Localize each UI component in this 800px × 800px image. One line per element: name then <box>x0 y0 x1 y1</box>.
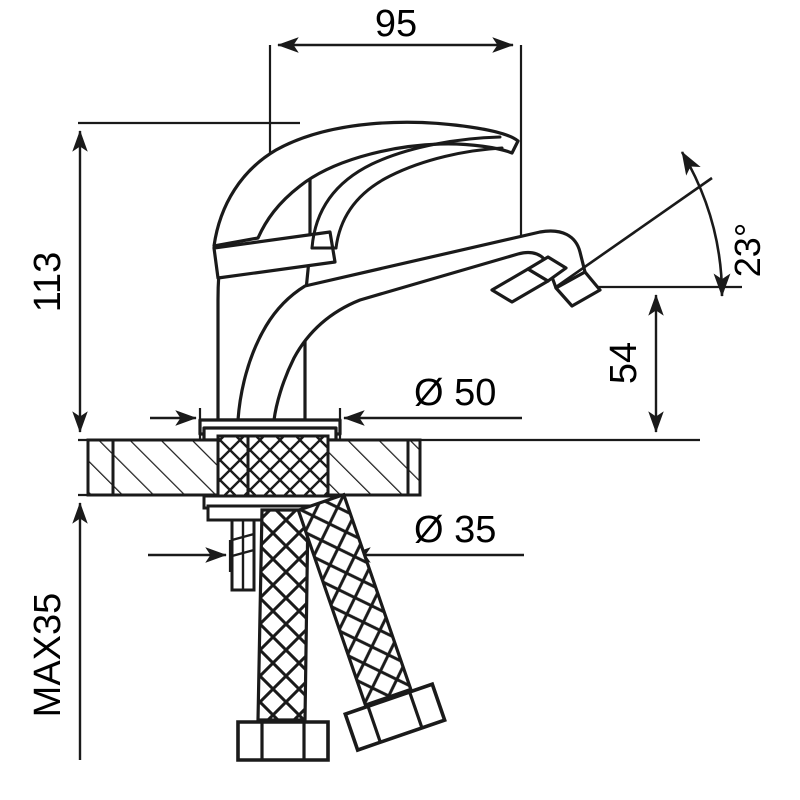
fixing-stud-thread-2 <box>231 548 255 558</box>
aerator-ring <box>526 255 568 283</box>
hose-right-nut-facet-2 <box>408 691 424 729</box>
angle-arc-23 <box>680 151 731 297</box>
cartridge-collar <box>212 230 337 280</box>
dimension-label-54: 54 <box>603 342 645 384</box>
dimension-height-113: 113 <box>27 130 88 433</box>
dimension-label-d50: Ø 50 <box>414 372 496 414</box>
supply-hoses <box>236 492 447 762</box>
dimension-height-54: 54 <box>603 294 664 433</box>
dimension-label-95: 95 <box>375 3 417 45</box>
hose-left-nut <box>236 720 330 762</box>
shank-section <box>216 434 330 502</box>
hose-left <box>236 508 330 762</box>
dimension-max-35: MAX35 <box>27 502 88 760</box>
lever-inner-edge-2 <box>334 146 504 250</box>
lever-handle <box>212 120 520 248</box>
fixing-stud-thread-1 <box>231 532 255 542</box>
faucet-assembly <box>198 120 602 442</box>
mounting-assembly <box>202 434 342 592</box>
hose-right-nut-facet-1 <box>366 705 382 743</box>
hose-right-braid <box>296 492 413 708</box>
dimension-angle-23: 23° <box>555 151 768 297</box>
aerator <box>554 270 602 308</box>
hose-right <box>296 492 447 753</box>
lever-inner-edge <box>310 135 502 250</box>
dimension-label-d35: Ø 35 <box>414 509 496 551</box>
hose-left-braid <box>256 508 310 722</box>
dimension-diameter-50: Ø 50 <box>150 372 522 440</box>
hose-right-nut <box>343 681 447 753</box>
dimension-label-113: 113 <box>27 252 69 313</box>
dimension-label-max35: MAX35 <box>27 593 69 718</box>
dimension-width-95: 95 <box>277 3 514 53</box>
dimension-label-23: 23° <box>727 223 768 277</box>
dimension-diameter-35: Ø 35 <box>148 509 524 572</box>
